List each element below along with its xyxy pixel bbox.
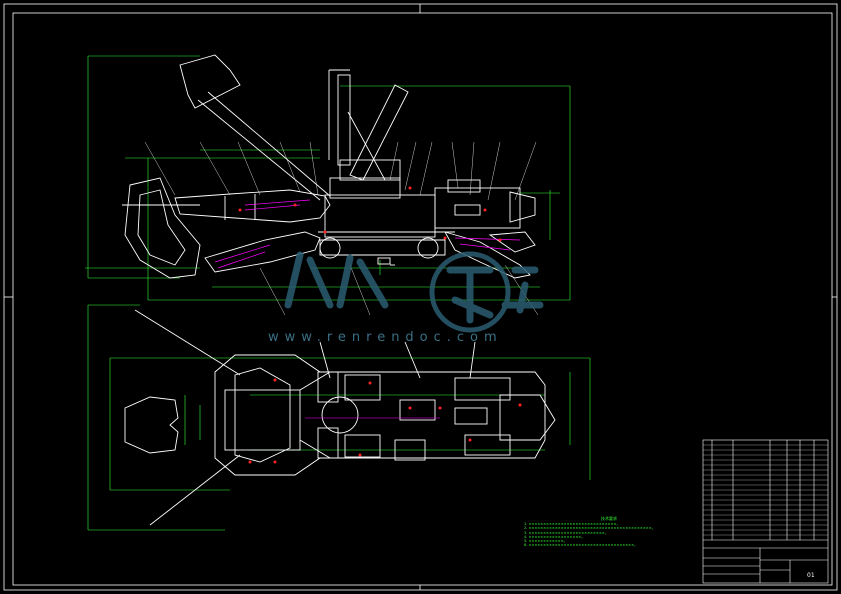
notes-line: 6. ××××××××××××××××××××××××××××××××××××。 bbox=[524, 543, 638, 548]
notes-heading: 技术要求 bbox=[601, 516, 617, 521]
technical-notes: 技术要求 1. ××××××××××××××××××××××××××××××。 … bbox=[524, 516, 694, 548]
notes-line: 2. ×××××××××××××××××××××××××××××××××××××… bbox=[524, 526, 656, 531]
notes-line: 5. ××××××××××××。 bbox=[524, 539, 568, 544]
plan-view-markers bbox=[248, 378, 522, 464]
side-view-body bbox=[122, 54, 536, 279]
side-view-accent-lines bbox=[214, 199, 521, 269]
watermark-url: www.renrendoc.com bbox=[268, 330, 503, 345]
notes-line: 1. ××××××××××××××××××××××××××××××。 bbox=[524, 522, 620, 527]
notes-line: 3. ××××××××××××××××××××××××××。 bbox=[524, 530, 609, 535]
title-block bbox=[702, 439, 829, 584]
side-view-leader-lines bbox=[144, 141, 539, 316]
title-block-rows bbox=[703, 444, 828, 536]
plan-view-body bbox=[124, 309, 556, 526]
drawing-number: 01 bbox=[807, 572, 815, 579]
side-view-markers bbox=[238, 186, 502, 242]
notes-line: 4. ××××××××××××××××××。 bbox=[524, 534, 585, 539]
drawing-frame bbox=[3, 3, 838, 591]
watermark-logo bbox=[284, 251, 544, 333]
